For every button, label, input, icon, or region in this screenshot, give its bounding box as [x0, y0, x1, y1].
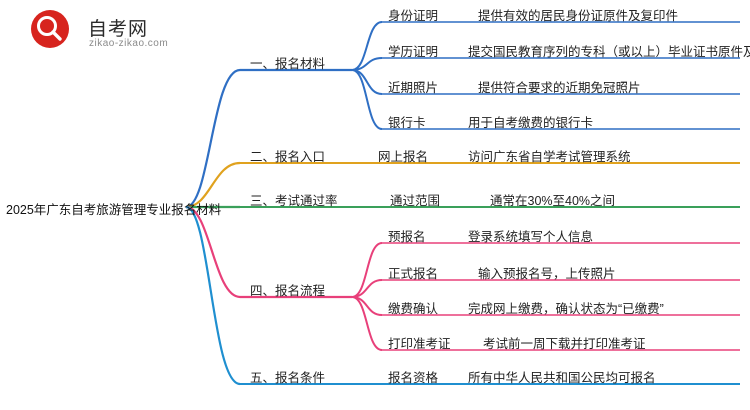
child-label-1-4: 银行卡 — [388, 116, 426, 130]
child-label-2-1: 网上报名 — [378, 150, 429, 164]
branch-label-4: 四、报名流程 — [250, 284, 326, 298]
child-label-4-4: 打印准考证 — [388, 337, 451, 351]
site-logo: 自考网 zikao-zikao.com — [26, 8, 226, 54]
child-label-1-1: 身份证明 — [388, 9, 439, 23]
child-detail-1-3: 提供符合要求的近期免冠照片 — [478, 81, 641, 95]
child-label-3-1: 通过范围 — [390, 194, 441, 208]
logo-domain: zikao-zikao.com — [89, 38, 169, 49]
child-detail-3-1: 通常在30%至40%之间 — [490, 194, 616, 208]
magnifier-circle-logo-icon — [31, 10, 69, 48]
child-label-4-2: 正式报名 — [388, 267, 439, 281]
child-label-4-3: 缴费确认 — [388, 302, 439, 316]
child-label-4-1: 预报名 — [388, 230, 426, 244]
branch-label-5: 五、报名条件 — [250, 371, 326, 385]
child-detail-1-2: 提交国民教育序列的专科（或以上）毕业证书原件及复印件 — [468, 45, 750, 59]
child-label-1-2: 学历证明 — [388, 45, 439, 59]
child-label-1-3: 近期照片 — [388, 81, 439, 95]
child-detail-4-1: 登录系统填写个人信息 — [468, 230, 594, 244]
child-detail-4-4: 考试前一周下载并打印准考证 — [483, 337, 646, 351]
root-node-label: 2025年广东自考旅游管理专业报名材料 — [6, 203, 222, 217]
branch-label-1: 一、报名材料 — [250, 57, 326, 71]
branch-label-3: 三、考试通过率 — [250, 194, 338, 208]
child-detail-4-2: 输入预报名号，上传照片 — [478, 267, 616, 281]
child-detail-2-1: 访问广东省自学考试管理系统 — [468, 150, 631, 164]
child-detail-5-1: 所有中华人民共和国公民均可报名 — [468, 371, 656, 385]
child-detail-4-3: 完成网上缴费，确认状态为“已缴费” — [468, 302, 664, 316]
branch-label-2: 二、报名入口 — [250, 150, 326, 164]
child-label-5-1: 报名资格 — [388, 371, 439, 385]
child-detail-1-4: 用于自考缴费的银行卡 — [468, 116, 594, 130]
logo-title: 自考网 — [88, 19, 149, 40]
child-detail-1-1: 提供有效的居民身份证原件及复印件 — [478, 9, 679, 23]
